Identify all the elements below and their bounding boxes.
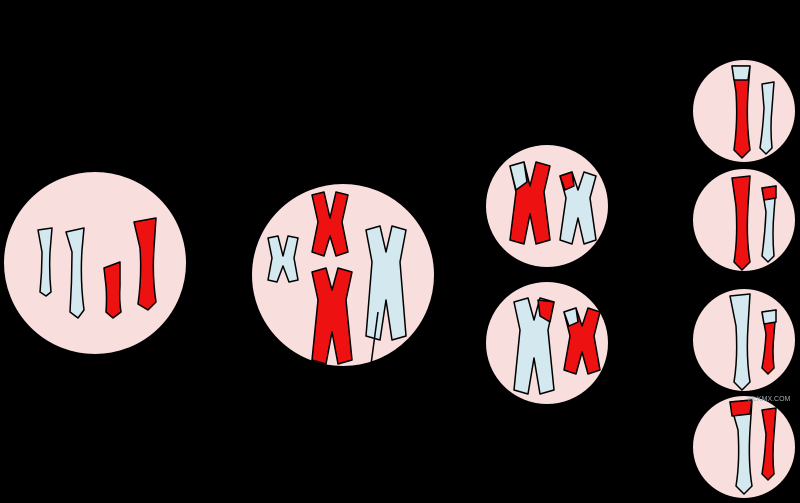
arrow-meiosis-1-to-daughter-2 — [451, 295, 475, 321]
chromatid-blue-c-tip — [761, 309, 777, 325]
chromosome-red-large — [311, 267, 353, 365]
chromatid-blue-2 — [65, 227, 85, 319]
chromosome-blue-small — [267, 235, 299, 283]
label-meiosis-1: Meiosis I — [380, 384, 467, 409]
chromatid-blue-a — [759, 81, 775, 155]
label-meiosis-2: Meiosis II — [560, 430, 653, 455]
chromosome-blue-large — [365, 225, 407, 341]
chromosome-red-small — [311, 191, 349, 257]
arrows — [200, 147, 670, 405]
chromatid-blue-c — [729, 293, 751, 391]
arrow-daughter-2-to-ii-4 — [639, 379, 665, 405]
arrow-daughter-1-to-ii-1 — [639, 147, 663, 171]
chromatid-blue-1 — [37, 227, 53, 297]
label-interphase: Interphase — [148, 376, 252, 401]
daughter-nucleus-ii-2-chromosomes — [731, 175, 777, 271]
chromatid-red-d — [761, 407, 777, 481]
label-daughter-nuclei-line2: Nuclei — [514, 105, 565, 125]
interphase-chromosomes — [37, 217, 157, 319]
chromatid-red-b-tip — [761, 185, 777, 201]
arrow-daughter-2-to-ii-3 — [637, 327, 670, 343]
chromosome-blue-tip — [509, 161, 528, 191]
label-daughter-nuclei-ii-line2: Nuclei II — [678, 30, 744, 50]
chromosome-red-tip-2 — [537, 299, 555, 323]
chromosome-blue-mixed — [559, 171, 597, 245]
daughter-nucleus-2-chromosomes — [513, 297, 601, 395]
arrow-daughter-1-to-ii-2 — [637, 205, 670, 222]
arrow-meiosis-1-to-daughter-1 — [451, 231, 477, 257]
interphase-cell — [2, 170, 188, 356]
meiosis-1-chromosomes — [267, 191, 407, 365]
chromatid-blue-d — [729, 399, 753, 495]
chromatid-red-c — [761, 309, 777, 375]
chromatid-blue-b — [761, 185, 777, 263]
chromosome-blue-tip-2 — [563, 307, 579, 327]
daughter-nucleus-ii-4-chromosomes — [729, 399, 777, 495]
daughter-nucleus-ii-1-chromosomes — [731, 65, 775, 159]
chromatid-red-1 — [103, 261, 122, 319]
chromosome-blue-mixed-2 — [513, 297, 555, 395]
chromosome-red-tip — [559, 171, 575, 191]
daughter-nucleus-ii-3-chromosomes — [729, 293, 777, 391]
chromatid-red-a — [731, 65, 751, 159]
chromatid-blue-a-tip — [731, 65, 751, 81]
label-daughter-nuclei-line1: Daughter — [514, 81, 589, 101]
watermark: HLKMX.COM — [748, 396, 791, 403]
label-homologous-line2: Chromosomes — [292, 474, 436, 499]
label-daughter-nuclei-ii-line1: Daughter — [678, 4, 753, 24]
chromatid-red-b — [731, 175, 751, 271]
homologous-pointer-lines — [344, 311, 379, 433]
chromatid-red-2 — [133, 217, 157, 311]
chromatid-red-d-tip — [729, 399, 753, 417]
daughter-nucleus-1-chromosomes — [509, 161, 597, 245]
label-homologous-line1: Homologous — [292, 440, 416, 465]
